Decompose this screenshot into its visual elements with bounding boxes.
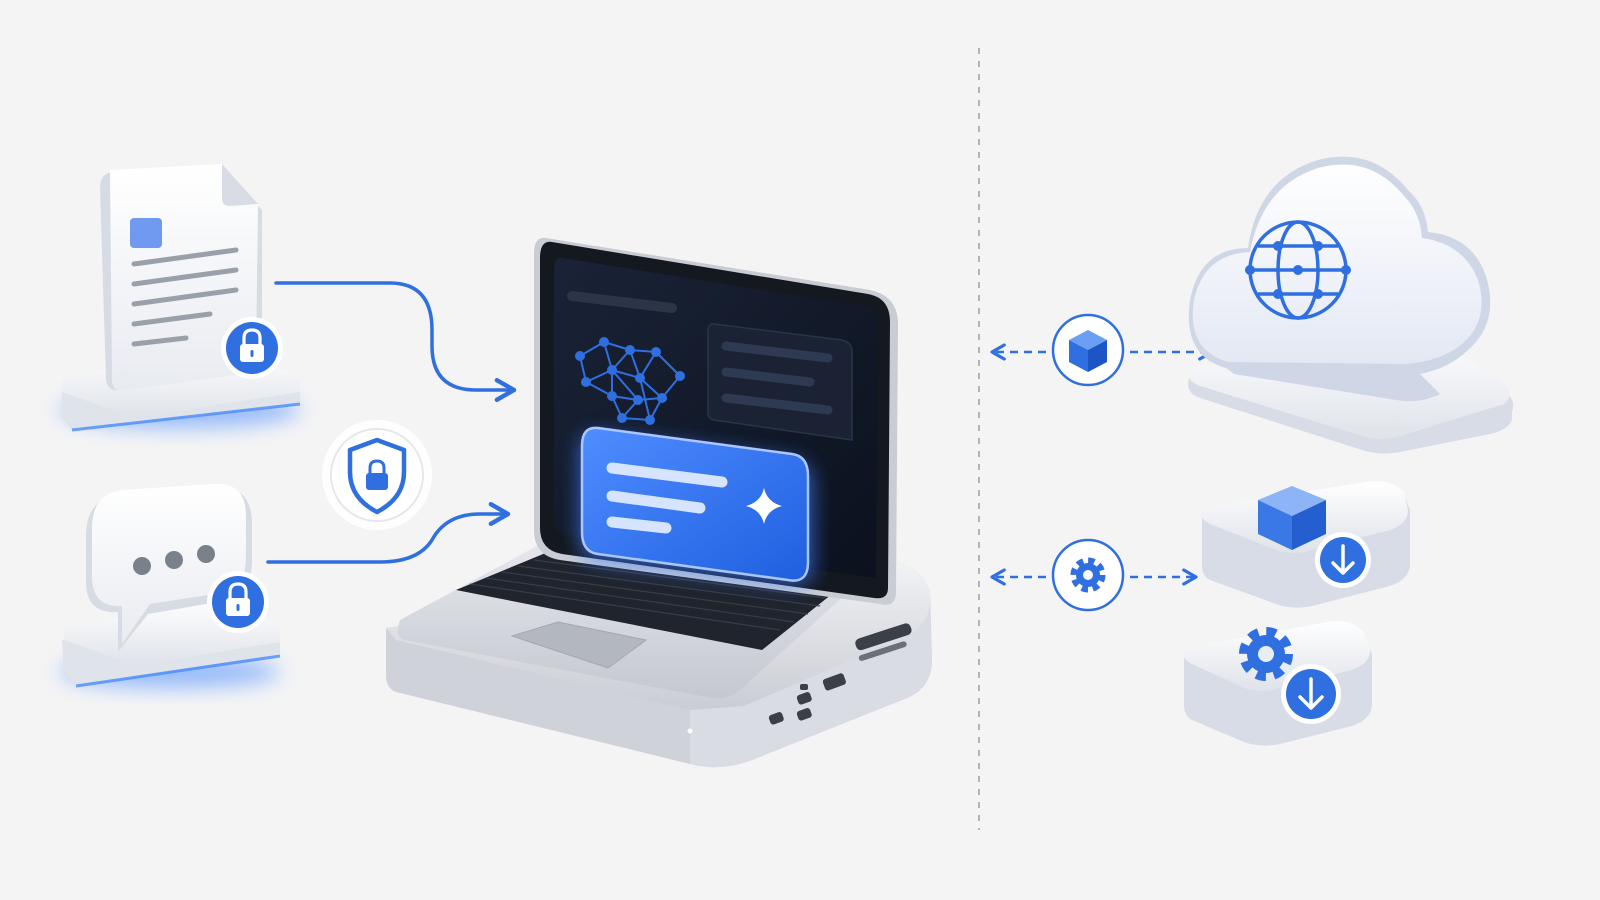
ai-response-card	[580, 426, 812, 585]
sparkle-icon	[746, 488, 782, 524]
document-icon	[100, 164, 262, 391]
chat-to-laptop-arrow	[266, 501, 511, 564]
cube-icon	[1069, 330, 1107, 372]
lock-icon	[207, 571, 269, 633]
download-arrow-icon	[1315, 532, 1371, 588]
download-arrow-icon	[1281, 664, 1341, 724]
shield-lock-icon	[347, 437, 407, 515]
gear-connector	[1051, 538, 1125, 612]
cube-connector	[1051, 313, 1125, 387]
local-laptop	[386, 237, 932, 768]
package-download-block	[1201, 481, 1410, 608]
trackpad	[510, 621, 648, 669]
document-block	[60, 164, 301, 432]
shield-badge	[322, 420, 432, 530]
cloud-icon	[1188, 156, 1491, 402]
document-to-laptop-arrow	[274, 281, 517, 403]
lock-icon	[221, 317, 283, 379]
globe-nodes	[1245, 241, 1351, 299]
chat-bubble-icon	[86, 483, 252, 652]
keyboard-keys	[469, 559, 827, 631]
cloud-block	[1188, 156, 1514, 454]
chat-block	[60, 483, 281, 688]
settings-download-block	[1183, 621, 1372, 746]
cube-icon	[1258, 486, 1326, 550]
neural-network-nodes	[575, 337, 685, 425]
gear-icon	[1239, 627, 1293, 681]
gear-icon	[1070, 557, 1106, 593]
